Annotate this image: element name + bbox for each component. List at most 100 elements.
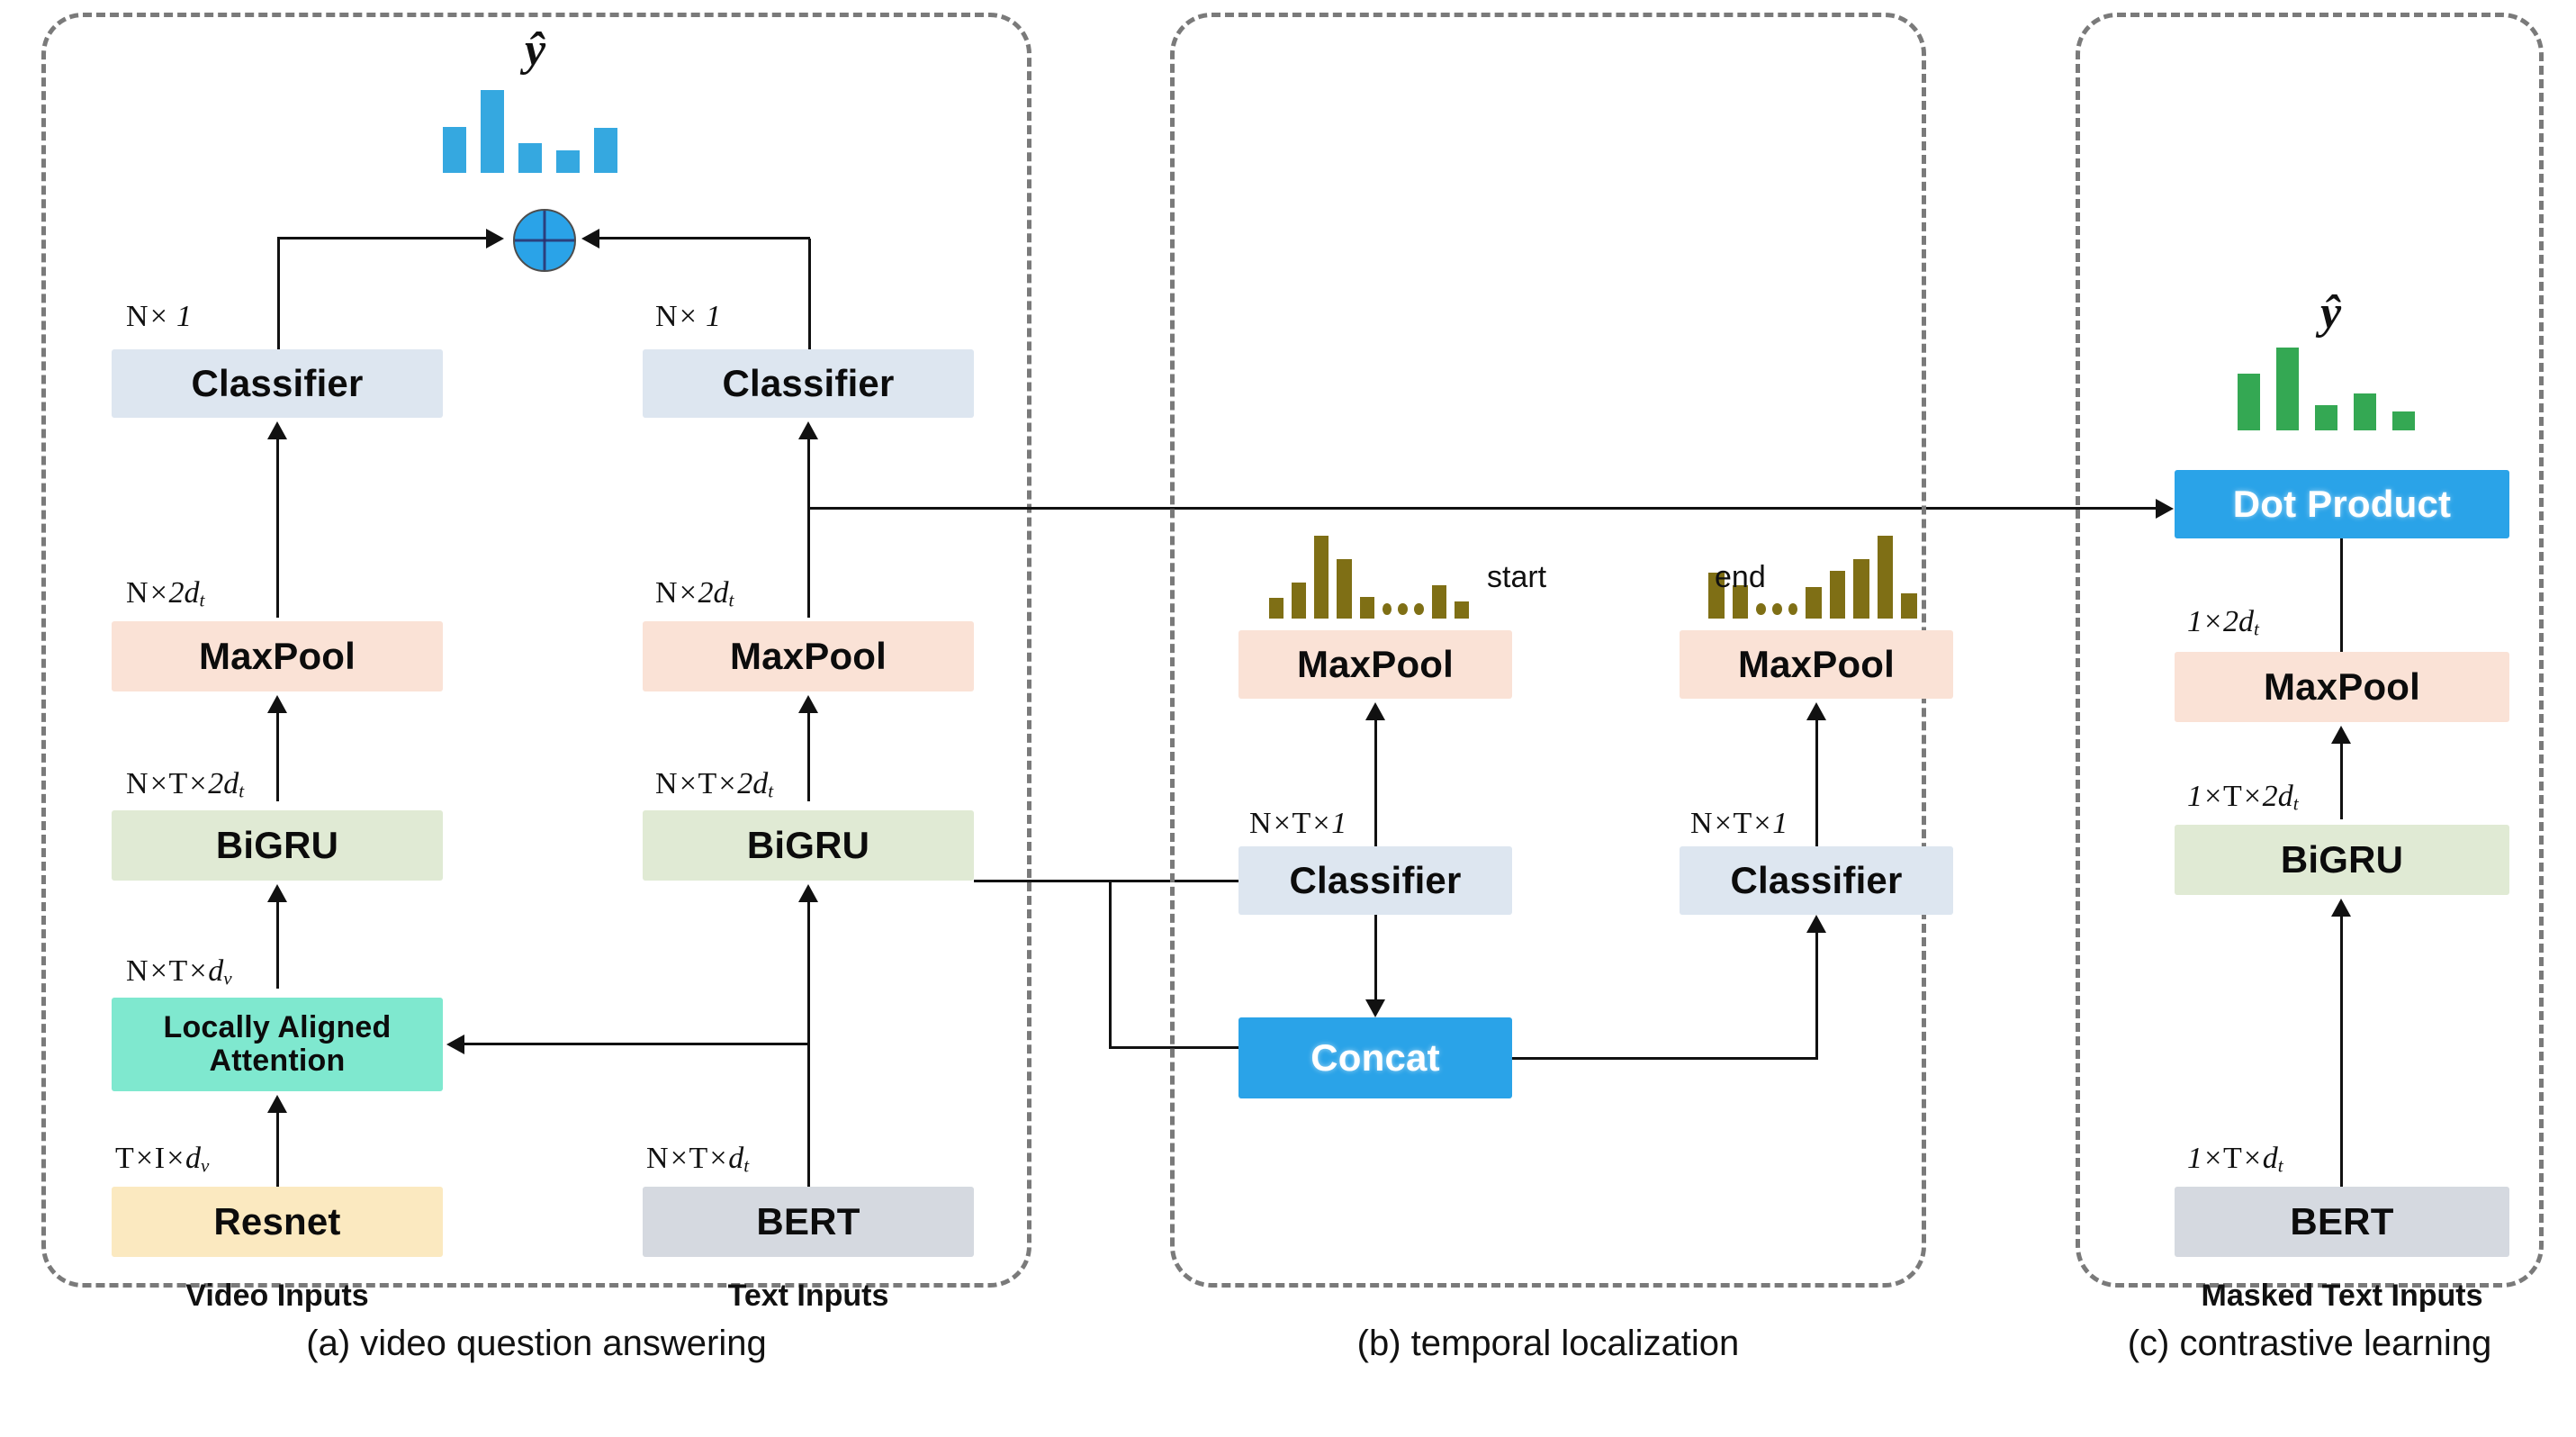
shape-label-text-classifier-output: N× 1 (655, 300, 722, 333)
connector-end-classifier-to-maxpool (1815, 718, 1818, 848)
connector-text-bigru-to-maxpool (807, 711, 810, 801)
connector-text-to-attention-horizontal (464, 1043, 808, 1045)
arrow-into-concat-top (1365, 999, 1385, 1017)
video-maxpool-box[interactable]: MaxPool (112, 621, 443, 691)
bar (2315, 405, 2337, 430)
panel-c-similarity-barchart (2238, 348, 2418, 430)
arrow-end-classifier-to-maxpool (1806, 702, 1826, 720)
bar (2354, 393, 2376, 430)
start-maxpool-box[interactable]: MaxPool (1238, 630, 1512, 699)
shape-label-start-classifier-output: N×T×1 (1249, 807, 1347, 840)
arrow-into-fusion-left (486, 229, 504, 249)
bar (1853, 559, 1869, 619)
dot-product-box[interactable]: Dot Product (2175, 470, 2509, 538)
bar (1732, 585, 1749, 619)
shape-label-text-maxpool-output: N×2dt (655, 576, 734, 611)
shape-label-video-bigru-output: N×T×2dt (126, 767, 245, 802)
bar (2392, 411, 2415, 430)
panel-c-bigru-box[interactable]: BiGRU (2175, 825, 2509, 895)
text-maxpool-box[interactable]: MaxPool (643, 621, 974, 691)
shape-label-video-maxpool-output: N×2dt (126, 576, 205, 611)
text-inputs-caption: Text Inputs (727, 1279, 889, 1313)
shape-label-panel-c-maxpool-output: 1×2dt (2187, 605, 2259, 640)
connector-right-classifier-to-fusion-horizontal (599, 237, 810, 240)
bar (1877, 536, 1894, 619)
shape-label-bert-output: N×T×dt (646, 1142, 750, 1177)
bar (1314, 536, 1329, 619)
connector-start-classifier-to-maxpool (1374, 718, 1377, 848)
resnet-box[interactable]: Resnet (112, 1187, 443, 1257)
arrow-attention-to-bigru (267, 884, 287, 902)
video-inputs-caption: Video Inputs (185, 1279, 369, 1313)
connector-concat-to-end-classifier-vertical (1815, 933, 1818, 1059)
connector-bert-to-text-bigru (807, 900, 810, 1187)
arrow-panel-c-bert-to-bigru (2331, 899, 2351, 917)
panel-a-answer-barchart (443, 90, 641, 173)
locally-aligned-attention-label: Locally Aligned Attention (163, 1010, 392, 1078)
connector-video-bigru-to-maxpool (276, 711, 279, 801)
arrow-into-end-classifier (1806, 915, 1826, 933)
arrow-panel-c-bigru-to-maxpool (2331, 726, 2351, 744)
arrow-text-maxpool-to-classifier (798, 421, 818, 439)
connector-attention-to-bigru (276, 900, 279, 989)
bar (2276, 348, 2299, 430)
bar (1337, 559, 1352, 619)
end-classifier-box[interactable]: Classifier (1680, 846, 1953, 915)
connector-panel-c-bert-to-bigru (2340, 915, 2343, 1187)
start-classifier-box[interactable]: Classifier (1238, 846, 1512, 915)
connector-text-maxpool-to-classifier (807, 438, 810, 618)
connector-text-bigru-branch-down (1109, 880, 1112, 1048)
connector-panel-c-bigru-to-maxpool (2340, 742, 2343, 819)
bar (1269, 598, 1284, 619)
fusion-plus-icon (513, 209, 576, 272)
end-maxpool-box[interactable]: MaxPool (1680, 630, 1953, 699)
shape-label-panel-c-bigru-output: 1×T×2dt (2187, 780, 2299, 815)
bar (2238, 374, 2260, 430)
panel-b-end-barchart (1708, 536, 1918, 619)
connector-concat-to-end-classifier-horizontal (1512, 1057, 1818, 1060)
bar (1431, 585, 1446, 619)
video-classifier-box[interactable]: Classifier (112, 349, 443, 418)
arrow-text-bigru-to-maxpool (798, 695, 818, 713)
connector-left-classifier-to-fusion-vertical (277, 239, 280, 369)
panel-c-caption: (c) contrastive learning (2127, 1324, 2492, 1363)
bar (1901, 593, 1918, 619)
connector-text-feature-to-dot-product (807, 507, 2157, 510)
bar (556, 150, 580, 173)
bar (594, 128, 617, 173)
connector-text-bigru-to-panel-b (974, 880, 1265, 882)
shape-label-end-classifier-output: N×T×1 (1690, 807, 1788, 840)
bar (1708, 573, 1725, 619)
panel-a-caption: (a) video question answering (306, 1324, 767, 1363)
bar (1829, 571, 1846, 619)
bert-box-panel-a[interactable]: BERT (643, 1187, 974, 1257)
locally-aligned-attention-box[interactable]: Locally Aligned Attention (112, 998, 443, 1091)
arrow-into-fusion-right (581, 229, 599, 249)
video-bigru-box[interactable]: BiGRU (112, 810, 443, 881)
bar (518, 143, 542, 173)
panel-c-maxpool-box[interactable]: MaxPool (2175, 652, 2509, 722)
bert-box-panel-c[interactable]: BERT (2175, 1187, 2509, 1257)
panel-c-yhat-label: ŷ (2320, 287, 2342, 339)
connector-start-classifier-to-concat (1374, 915, 1377, 999)
shape-label-panel-c-bert-output: 1×T×dt (2187, 1142, 2283, 1177)
arrow-video-bigru-to-maxpool (267, 695, 287, 713)
shape-label-attention-output: N×T×dv (126, 954, 232, 990)
text-bigru-box[interactable]: BiGRU (643, 810, 974, 881)
panel-c-contrastive-learning (2076, 13, 2544, 1288)
bar (443, 127, 466, 173)
panel-a-yhat-label: ŷ (525, 24, 546, 76)
bar (1454, 601, 1469, 619)
ellipsis-dots-icon (1756, 532, 1798, 619)
connector-maxpool-to-dot-product (2340, 538, 2343, 652)
arrow-into-dot-product (2156, 499, 2174, 519)
connector-video-maxpool-to-classifier (276, 438, 279, 618)
arrow-video-maxpool-to-classifier (267, 421, 287, 439)
arrow-resnet-to-attention (267, 1095, 287, 1113)
concat-box[interactable]: Concat (1238, 1017, 1512, 1098)
text-classifier-box[interactable]: Classifier (643, 349, 974, 418)
arrow-start-classifier-to-maxpool (1365, 702, 1385, 720)
shape-label-video-classifier-output: N× 1 (126, 300, 193, 333)
bar (1359, 597, 1374, 619)
